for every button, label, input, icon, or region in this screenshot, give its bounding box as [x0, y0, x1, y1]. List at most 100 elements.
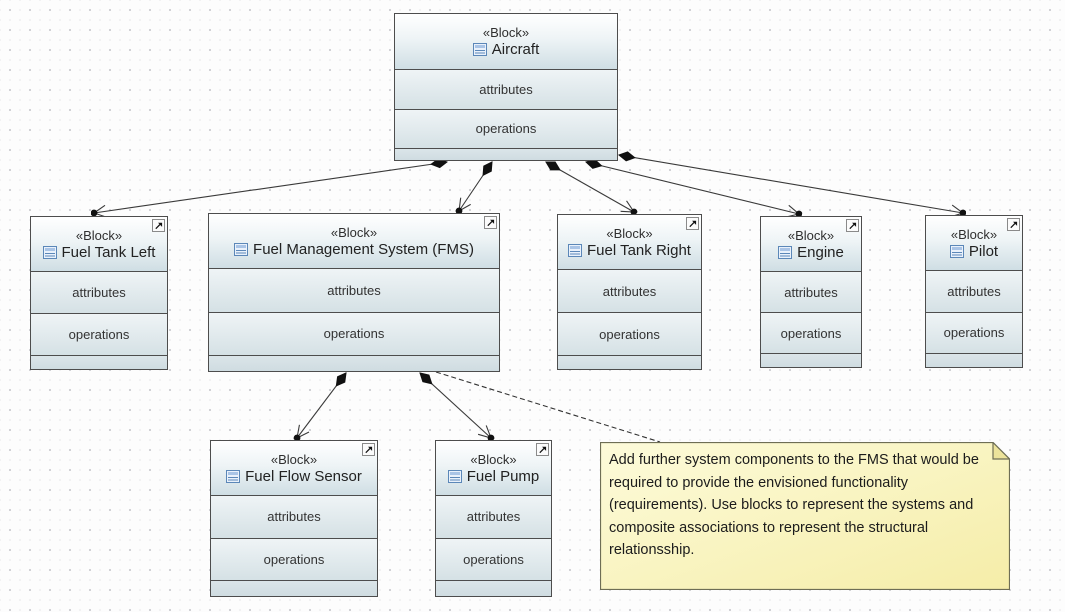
operations-compartment[interactable]: operations	[209, 311, 499, 355]
block-header: «Block» Fuel Flow Sensor	[211, 441, 377, 495]
block-document-icon	[568, 243, 583, 257]
operations-label: operations	[475, 121, 537, 137]
composite-association-aircraft-fuel-tank-left[interactable]	[94, 162, 447, 213]
attributes-compartment[interactable]: attributes	[31, 271, 167, 313]
block-name-line: Engine	[778, 245, 844, 260]
block-header: «Block» Fuel Management System (FMS)	[209, 214, 499, 268]
stereotype-label: «Block»	[482, 25, 530, 40]
block-name-line: Fuel Tank Left	[42, 243, 156, 261]
block-pilot[interactable]: «Block» Pilot attributes operations	[925, 215, 1023, 368]
empty-compartment	[31, 355, 167, 369]
block-name-line: Aircraft	[472, 41, 540, 58]
block-name: Fuel Tank Left	[61, 243, 156, 261]
navigate-northeast-icon[interactable]	[484, 216, 497, 229]
operations-label: operations	[780, 325, 842, 341]
attributes-compartment[interactable]: attributes	[558, 269, 701, 312]
block-fuel-tank-left[interactable]: «Block» Fuel Tank Left attributes operat…	[30, 216, 168, 370]
note-text: Add further system components to the FMS…	[609, 452, 979, 559]
composite-association-aircraft-engine[interactable]	[586, 162, 799, 214]
operations-label: operations	[943, 325, 1005, 341]
empty-compartment	[558, 355, 701, 369]
attributes-label: attributes	[267, 509, 321, 525]
navigate-northeast-icon[interactable]	[1007, 218, 1020, 231]
operations-compartment[interactable]: operations	[211, 537, 377, 580]
attributes-compartment[interactable]: attributes	[211, 495, 377, 538]
block-document-icon	[234, 242, 249, 256]
attributes-compartment[interactable]: attributes	[761, 271, 861, 312]
empty-compartment	[926, 353, 1022, 367]
operations-compartment[interactable]: operations	[926, 311, 1022, 353]
empty-compartment	[761, 353, 861, 367]
block-engine[interactable]: «Block» Engine attributes operations	[760, 216, 862, 368]
composite-association-aircraft-pilot[interactable]	[619, 155, 963, 213]
stereotype-label: «Block»	[787, 227, 835, 243]
operations-label: operations	[263, 551, 325, 567]
operations-compartment[interactable]: operations	[31, 313, 167, 355]
block-document-icon	[949, 244, 964, 258]
block-header: «Block» Engine	[761, 217, 861, 271]
comment-note[interactable]: Add further system components to the FMS…	[599, 441, 1011, 591]
navigate-northeast-icon[interactable]	[362, 443, 375, 456]
block-name-line: Fuel Management System (FMS)	[234, 242, 474, 257]
block-name-line: Fuel Pump	[447, 467, 540, 485]
operations-label: operations	[463, 551, 524, 567]
attributes-compartment[interactable]: attributes	[395, 69, 617, 109]
composite-association-aircraft-fms[interactable]	[459, 162, 492, 211]
navigate-northeast-icon[interactable]	[152, 219, 165, 232]
attributes-label: attributes	[72, 285, 126, 300]
stereotype-label: «Block»	[330, 224, 378, 240]
block-name: Fuel Pump	[466, 467, 540, 485]
block-header: «Block» Fuel Tank Right	[558, 215, 701, 269]
operations-compartment[interactable]: operations	[436, 537, 551, 580]
block-name: Pilot	[968, 242, 999, 260]
block-document-icon	[778, 245, 793, 259]
block-aircraft[interactable]: «Block» Aircraft attributes operations	[394, 13, 618, 161]
composite-association-fms-fuel-pump[interactable]	[420, 373, 491, 438]
block-name: Fuel Flow Sensor	[245, 467, 362, 485]
attributes-compartment[interactable]: attributes	[926, 270, 1022, 312]
navigate-northeast-icon[interactable]	[536, 443, 549, 456]
empty-compartment	[211, 580, 377, 596]
operations-compartment[interactable]: operations	[761, 312, 861, 353]
block-document-icon	[42, 245, 57, 259]
block-fuel-management-system[interactable]: «Block» Fuel Management System (FMS) att…	[208, 213, 500, 372]
operations-label: operations	[599, 326, 660, 342]
block-name-line: Fuel Flow Sensor	[226, 469, 362, 484]
block-name: Aircraft	[491, 41, 540, 58]
block-document-icon	[447, 469, 462, 483]
note-shape	[599, 441, 1011, 591]
navigate-northeast-icon[interactable]	[846, 219, 859, 232]
note-attachment-fms-comment[interactable]	[435, 371, 661, 443]
stereotype-label: «Block»	[470, 451, 517, 467]
operations-label: operations	[68, 327, 130, 342]
attributes-label: attributes	[479, 81, 533, 97]
attributes-compartment[interactable]: attributes	[436, 495, 551, 538]
composite-association-aircraft-fuel-tank-right[interactable]	[546, 162, 634, 212]
stereotype-label: «Block»	[270, 451, 318, 467]
stereotype-label: «Block»	[75, 227, 123, 243]
stereotype-label: «Block»	[950, 226, 998, 242]
operations-compartment[interactable]: operations	[395, 108, 617, 148]
attributes-label: attributes	[602, 283, 657, 299]
attributes-compartment[interactable]: attributes	[209, 268, 499, 312]
block-name-line: Pilot	[949, 242, 999, 260]
block-header: «Block» Pilot	[926, 216, 1022, 270]
block-fuel-flow-sensor[interactable]: «Block» Fuel Flow Sensor attributes oper…	[210, 440, 378, 597]
block-header: «Block» Aircraft	[395, 14, 617, 69]
empty-compartment	[436, 580, 551, 596]
navigate-northeast-icon[interactable]	[686, 217, 699, 230]
block-fuel-tank-right[interactable]: «Block» Fuel Tank Right attributes opera…	[557, 214, 702, 370]
attributes-label: attributes	[466, 509, 521, 525]
empty-compartment	[395, 148, 617, 160]
empty-compartment	[209, 355, 499, 371]
composite-association-fms-fuel-flow-sensor[interactable]	[297, 373, 346, 438]
operations-compartment[interactable]: operations	[558, 312, 701, 355]
block-fuel-pump[interactable]: «Block» Fuel Pump attributes operations	[435, 440, 552, 597]
block-name: Fuel Tank Right	[587, 241, 691, 259]
block-header: «Block» Fuel Tank Left	[31, 217, 167, 271]
block-name: Engine	[797, 243, 844, 261]
attributes-label: attributes	[947, 283, 1001, 299]
block-document-icon	[472, 43, 487, 56]
